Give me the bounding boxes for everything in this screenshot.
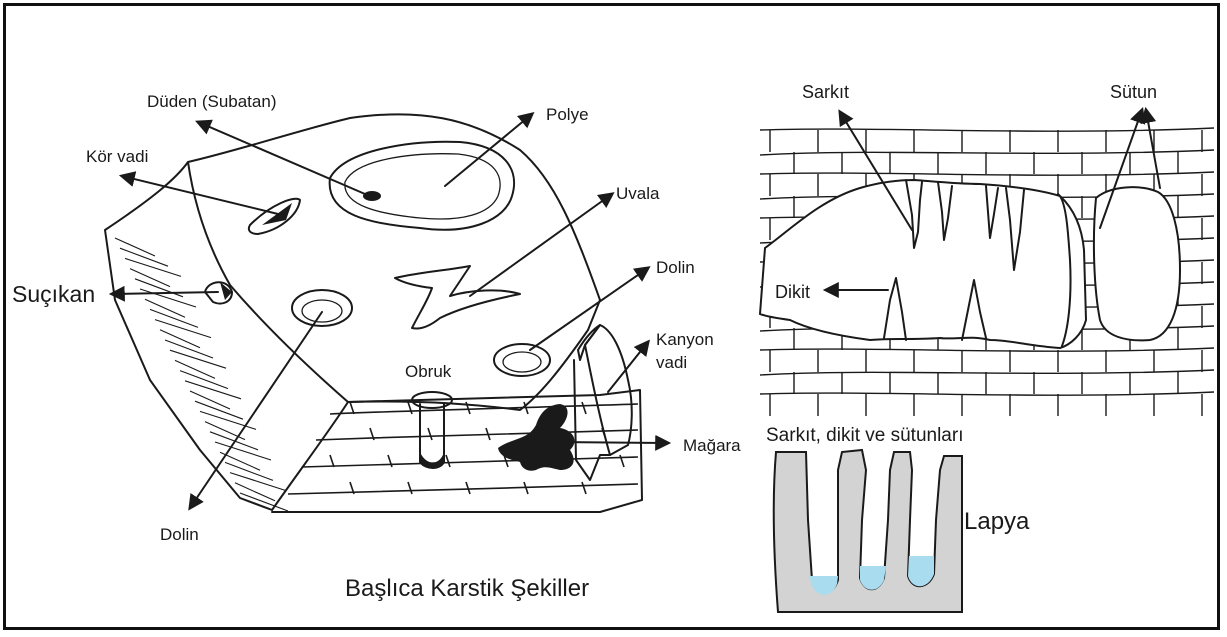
polye-depression [330,142,514,230]
brick-row-line [760,370,1214,375]
label-magara: Mağara [683,436,741,455]
block-joint [330,455,334,467]
brick-row-line [760,348,1214,351]
kor-vadi-depression [249,199,300,234]
label-dikit: Dikit [775,282,810,302]
cave-cross-section [760,110,1214,416]
limestone-blocks [288,402,638,494]
block-row-line [316,430,638,440]
duden-arrow [198,122,365,194]
uvala-shape [395,266,520,329]
block-joint [582,482,586,494]
label-dolin-right: Dolin [656,258,695,277]
block-joint [428,428,432,440]
brick-row-line [760,128,1214,131]
sutun-arrow-right [1146,110,1160,188]
label-obruk: Obruk [405,362,452,381]
brick-row-line [760,150,1214,155]
left-diagram-arrows [112,114,668,508]
block-joint [582,402,586,414]
label-uvala: Uvala [616,184,660,203]
label-sutun: Sütun [1110,82,1157,102]
block-joint [350,402,354,414]
block-joint [446,455,450,467]
sucikan-arrow [112,292,218,294]
brick-row-line [760,172,1214,175]
label-sucikan: Suçıkan [12,281,95,307]
dolin-right [494,344,550,376]
uvala-arrow [470,194,612,296]
dolin-bottom-arrow [190,312,322,508]
magara-arrow [555,442,668,443]
block-joint [408,482,412,494]
label-dolin-bottom: Dolin [160,525,199,544]
label-kanyon: Kanyon [656,330,714,349]
dolin-right-arrow [530,268,648,350]
cave-chamber [760,180,1086,348]
label-polye: Polye [546,105,589,124]
label-lapya: Lapya [964,508,1030,535]
cliff-hatching [115,238,288,511]
brick-row-line [760,392,1214,395]
figure-caption: Başlıca Karstik Şekiller [345,575,589,602]
block-joint [466,482,470,494]
label-kor-vadi: Kör vadi [86,147,148,166]
dolin-center [292,290,352,326]
block-joint [408,402,412,414]
kor-vadi-arrow [122,176,278,214]
label-vadi: vadi [656,353,687,372]
label-sarkit-dikit: Sarkıt, dikit ve sütunları [766,425,963,446]
lapya-diagram [774,450,962,612]
block-row-line [302,457,638,467]
label-sarkit: Sarkıt [802,82,849,102]
label-duden: Düden (Subatan) [147,92,276,111]
